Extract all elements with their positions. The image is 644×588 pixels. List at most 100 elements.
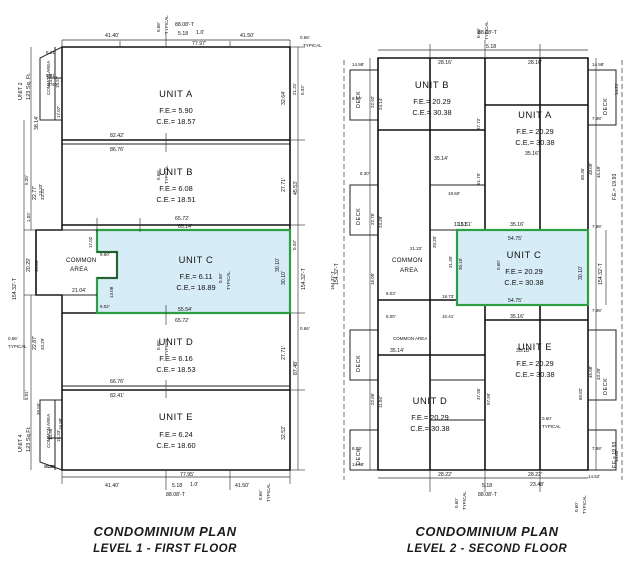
dim-top-8-level-1: 0.66' <box>300 35 310 40</box>
dim-interior-8-level-1: 0.68' <box>156 170 161 180</box>
dim-unitc-1-level-1: 65.72' <box>175 216 189 222</box>
dim-left-3-level-1: 33.31' <box>40 188 45 200</box>
dim-left-18-level-1: 8.21' <box>46 73 56 78</box>
dim-left-19-l2: 20.20' <box>432 236 437 248</box>
dim-top-typical-l2: TYPICAL <box>484 21 489 40</box>
storage-unit-2-name: UNIT 2 <box>18 82 24 100</box>
dim-int-5-l2: 19.60' <box>448 191 460 196</box>
dim-top-9-level-1: TYPICAL <box>303 43 322 48</box>
deck-label-4: DECK <box>356 448 362 465</box>
dim-left-5-l2: 24.14' <box>378 98 383 110</box>
dim-unitc-4-level-1: 30.10' <box>275 258 281 272</box>
dim-right-11-level-1: 0.66' <box>300 326 310 331</box>
unit-b-fe-l2: F.E.= 20.29 <box>413 97 451 106</box>
storage-unit-2-area: 123 Sq. Ft. <box>26 72 32 100</box>
dim-left-10-l2: 22.76' <box>370 213 375 225</box>
dim-left-9-level-1: 5.20' <box>24 175 29 185</box>
dim-int-8b-l2: 54.75' <box>508 298 522 304</box>
unit-b-ce-l2: C.E.= 30.38 <box>412 108 451 117</box>
dim-bottom-6-level-1: 77.95' <box>180 472 194 478</box>
unit-d-name: UNIT D <box>159 336 194 347</box>
dim-left-20-level-1: 13.33' <box>38 184 43 196</box>
common-area-l2-line1: COMMON <box>392 257 423 264</box>
unit-c-label-group-level-1: UNIT C F.E.= 6.11 C.E.= 18.89 <box>176 254 215 292</box>
dim-top-total-l2: 88.08'-T <box>478 30 498 36</box>
unit-a-ce-l2: C.E.= 30.38 <box>515 138 554 147</box>
dim-right-4-l2: 45.49' <box>596 166 601 178</box>
dim-unitc-a-l2: 11.51' <box>458 222 472 228</box>
dim-top-3-l2: 0.60' <box>476 28 481 38</box>
unit-b-fe: F.E.= 6.08 <box>159 184 192 193</box>
unit-c-ce: C.E.= 18.89 <box>176 283 215 292</box>
dim-left-20-l2: 19.73' <box>442 294 454 299</box>
dimension-lines-bottom-level-2 <box>378 470 588 492</box>
dim-left-21-level-1: 16.98' <box>58 418 63 430</box>
dim-right-5-level-1: 45.53' <box>293 181 299 195</box>
dim-left-4-l2: 22.92' <box>370 96 375 108</box>
dim-bot-6-l2: 88.08'-T <box>478 492 498 498</box>
dim-right-2-level-1: 21.31' <box>292 83 297 95</box>
common-area-label-vertical-level-1: COMMON AREA <box>46 61 51 95</box>
dim-int-8-l2: 54.75' <box>508 236 522 242</box>
dim-right-8b-l2: 7.98' <box>592 308 602 313</box>
unit-d-label-group-level-1: UNIT D F.E.= 6.16 C.E.= 18.53 <box>156 336 195 374</box>
dim-right-11-l2: 60.82' <box>578 388 583 400</box>
unit-e-name-l2: UNIT E <box>518 341 552 352</box>
dim-left-22-l2: 8.03' <box>386 291 396 296</box>
dim-right-6-level-1: 30.10' <box>281 271 287 285</box>
dim-left-10-level-1: 38.14' <box>34 116 40 130</box>
dim-left-total-l2: 154.32'-T <box>334 262 340 285</box>
common-area-l2-line2: AREA <box>400 267 419 274</box>
dim-bot-12-l2: 7.98' <box>592 446 602 451</box>
common-area-label-line2-level-1: AREA <box>70 266 89 273</box>
unit-a-label-group-level-1: UNIT A F.E.= 5.90 C.E.= 18.57 <box>156 88 195 126</box>
dim-interior-8b-level-1: 0.68' <box>156 340 161 350</box>
common-area-label-vertical-2-level-1: COMMON AREA <box>46 414 51 448</box>
dimension-lines-sides-level-2 <box>369 58 607 470</box>
dim-bot-13-l2: 0.60' <box>574 502 579 512</box>
dim-int-11-l2: 35.16' <box>510 314 524 320</box>
dim-left-12-level-1: 5.01' <box>24 390 29 400</box>
plan-level-2-drawing: UNIT B F.E.= 20.29 C.E.= 30.38 UNIT A F.… <box>330 21 623 514</box>
dim-unitc-3-level-1: 55.54' <box>178 307 192 313</box>
storage-unit-4-outline <box>39 399 63 471</box>
unit-c-fe: F.E.= 6.11 <box>180 272 213 281</box>
dim-left-14-l2: 16.00' <box>370 273 375 285</box>
dim-left-typical-level-1: TYPICAL <box>8 344 27 349</box>
dim-left-22-level-1: 21.04' <box>72 288 86 294</box>
interior-dimension-ticks-level-1 <box>96 133 167 398</box>
dim-left-25-level-1: 15.33' <box>56 430 61 442</box>
dim-top-6-level-1: 77.97' <box>192 41 206 47</box>
dim-bot-9-l2: 14.52' <box>588 474 600 479</box>
dim-left-23-level-1: 8.28' <box>46 464 56 469</box>
dim-right-total-level-1: 154.32'-T <box>301 267 307 290</box>
dim-right-8-l2: 7.98' <box>592 224 602 229</box>
dim-int-10-l2: 57.99' <box>486 393 491 405</box>
dim-left-24-level-1: 14.96' <box>48 428 53 440</box>
dim-left-16-l2: 22.86' <box>370 393 375 405</box>
unit-e-name: UNIT E <box>159 411 193 422</box>
dim-int-13-l2: 0.60' <box>496 260 501 270</box>
dim-right-1-level-1: 32.64' <box>281 91 287 105</box>
dim-left-12-l2: 21.22' <box>410 246 422 251</box>
dim-right-10-l2: 43.39' <box>596 368 601 380</box>
plan-level-1-drawing: UNIT A F.E.= 5.90 C.E.= 18.57 UNIT B F.E… <box>8 15 322 502</box>
dim-bot-1-l2: 14.98' <box>352 462 364 467</box>
unit-b-label-group-level-2: UNIT B F.E.= 20.29 C.E.= 30.38 <box>412 79 451 117</box>
dim-bot-10-l2: 14.63' <box>614 450 619 462</box>
dim-unitc-2-level-1: 65.14' <box>178 224 192 230</box>
dim-right-10-level-1: 32.52' <box>281 426 287 440</box>
plan-level-2-title: CONDOMINIUM PLAN LEVEL 2 - SECOND FLOOR <box>330 524 644 555</box>
dim-top-2-level-1: 0.68' <box>156 22 161 32</box>
dim-right-7-l2: 30.10' <box>578 266 584 280</box>
unit-e-label-group-level-2: UNIT E F.E.= 20.29 C.E.= 30.38 <box>515 341 554 379</box>
dim-right-9-l2: 45.08' <box>588 366 593 378</box>
dim-left-11-level-1: 39.55' <box>36 403 41 415</box>
dim-left-21-l2: 10.41' <box>442 314 454 319</box>
dim-bottom-2-level-1: 5.18 <box>172 483 182 489</box>
deck-elevation-2: F.E.= 19.93 <box>612 441 618 468</box>
dim-right-9-level-1: 87.48' <box>293 361 299 375</box>
dim-left-19-level-1: 4.46' <box>48 82 58 87</box>
dim-left-23-l2: 164.32'-T <box>330 271 335 290</box>
storage-unit-2-outline <box>39 46 63 121</box>
